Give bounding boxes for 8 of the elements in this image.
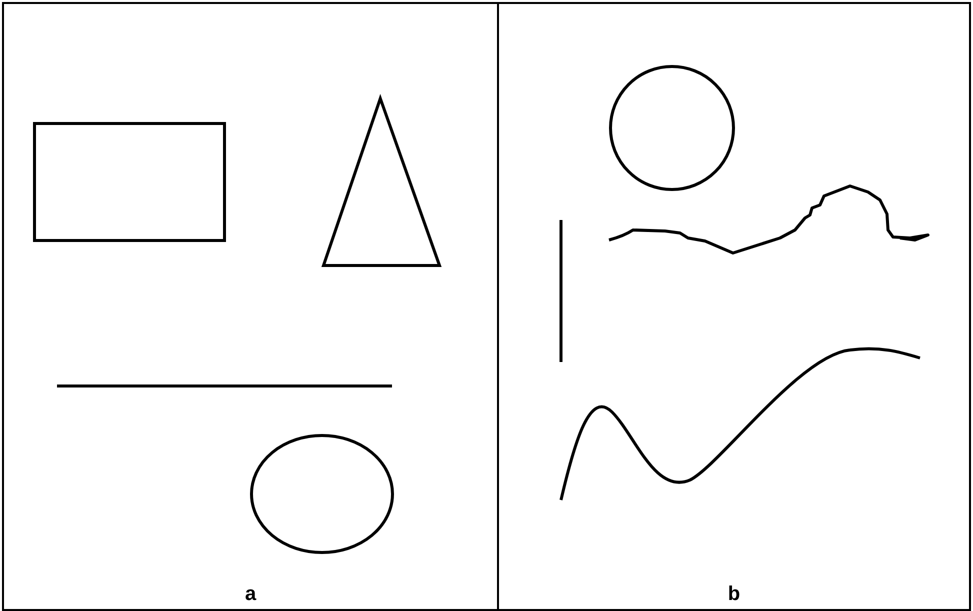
panel-label: a xyxy=(244,583,258,605)
triangle-outline xyxy=(321,94,442,267)
ellipse-outline xyxy=(250,434,394,554)
figure-panel xyxy=(2,2,499,611)
rectangle-outline xyxy=(33,122,226,242)
panel-label: b xyxy=(726,583,742,605)
circle-outline xyxy=(609,65,735,191)
figure-panel xyxy=(497,2,971,611)
